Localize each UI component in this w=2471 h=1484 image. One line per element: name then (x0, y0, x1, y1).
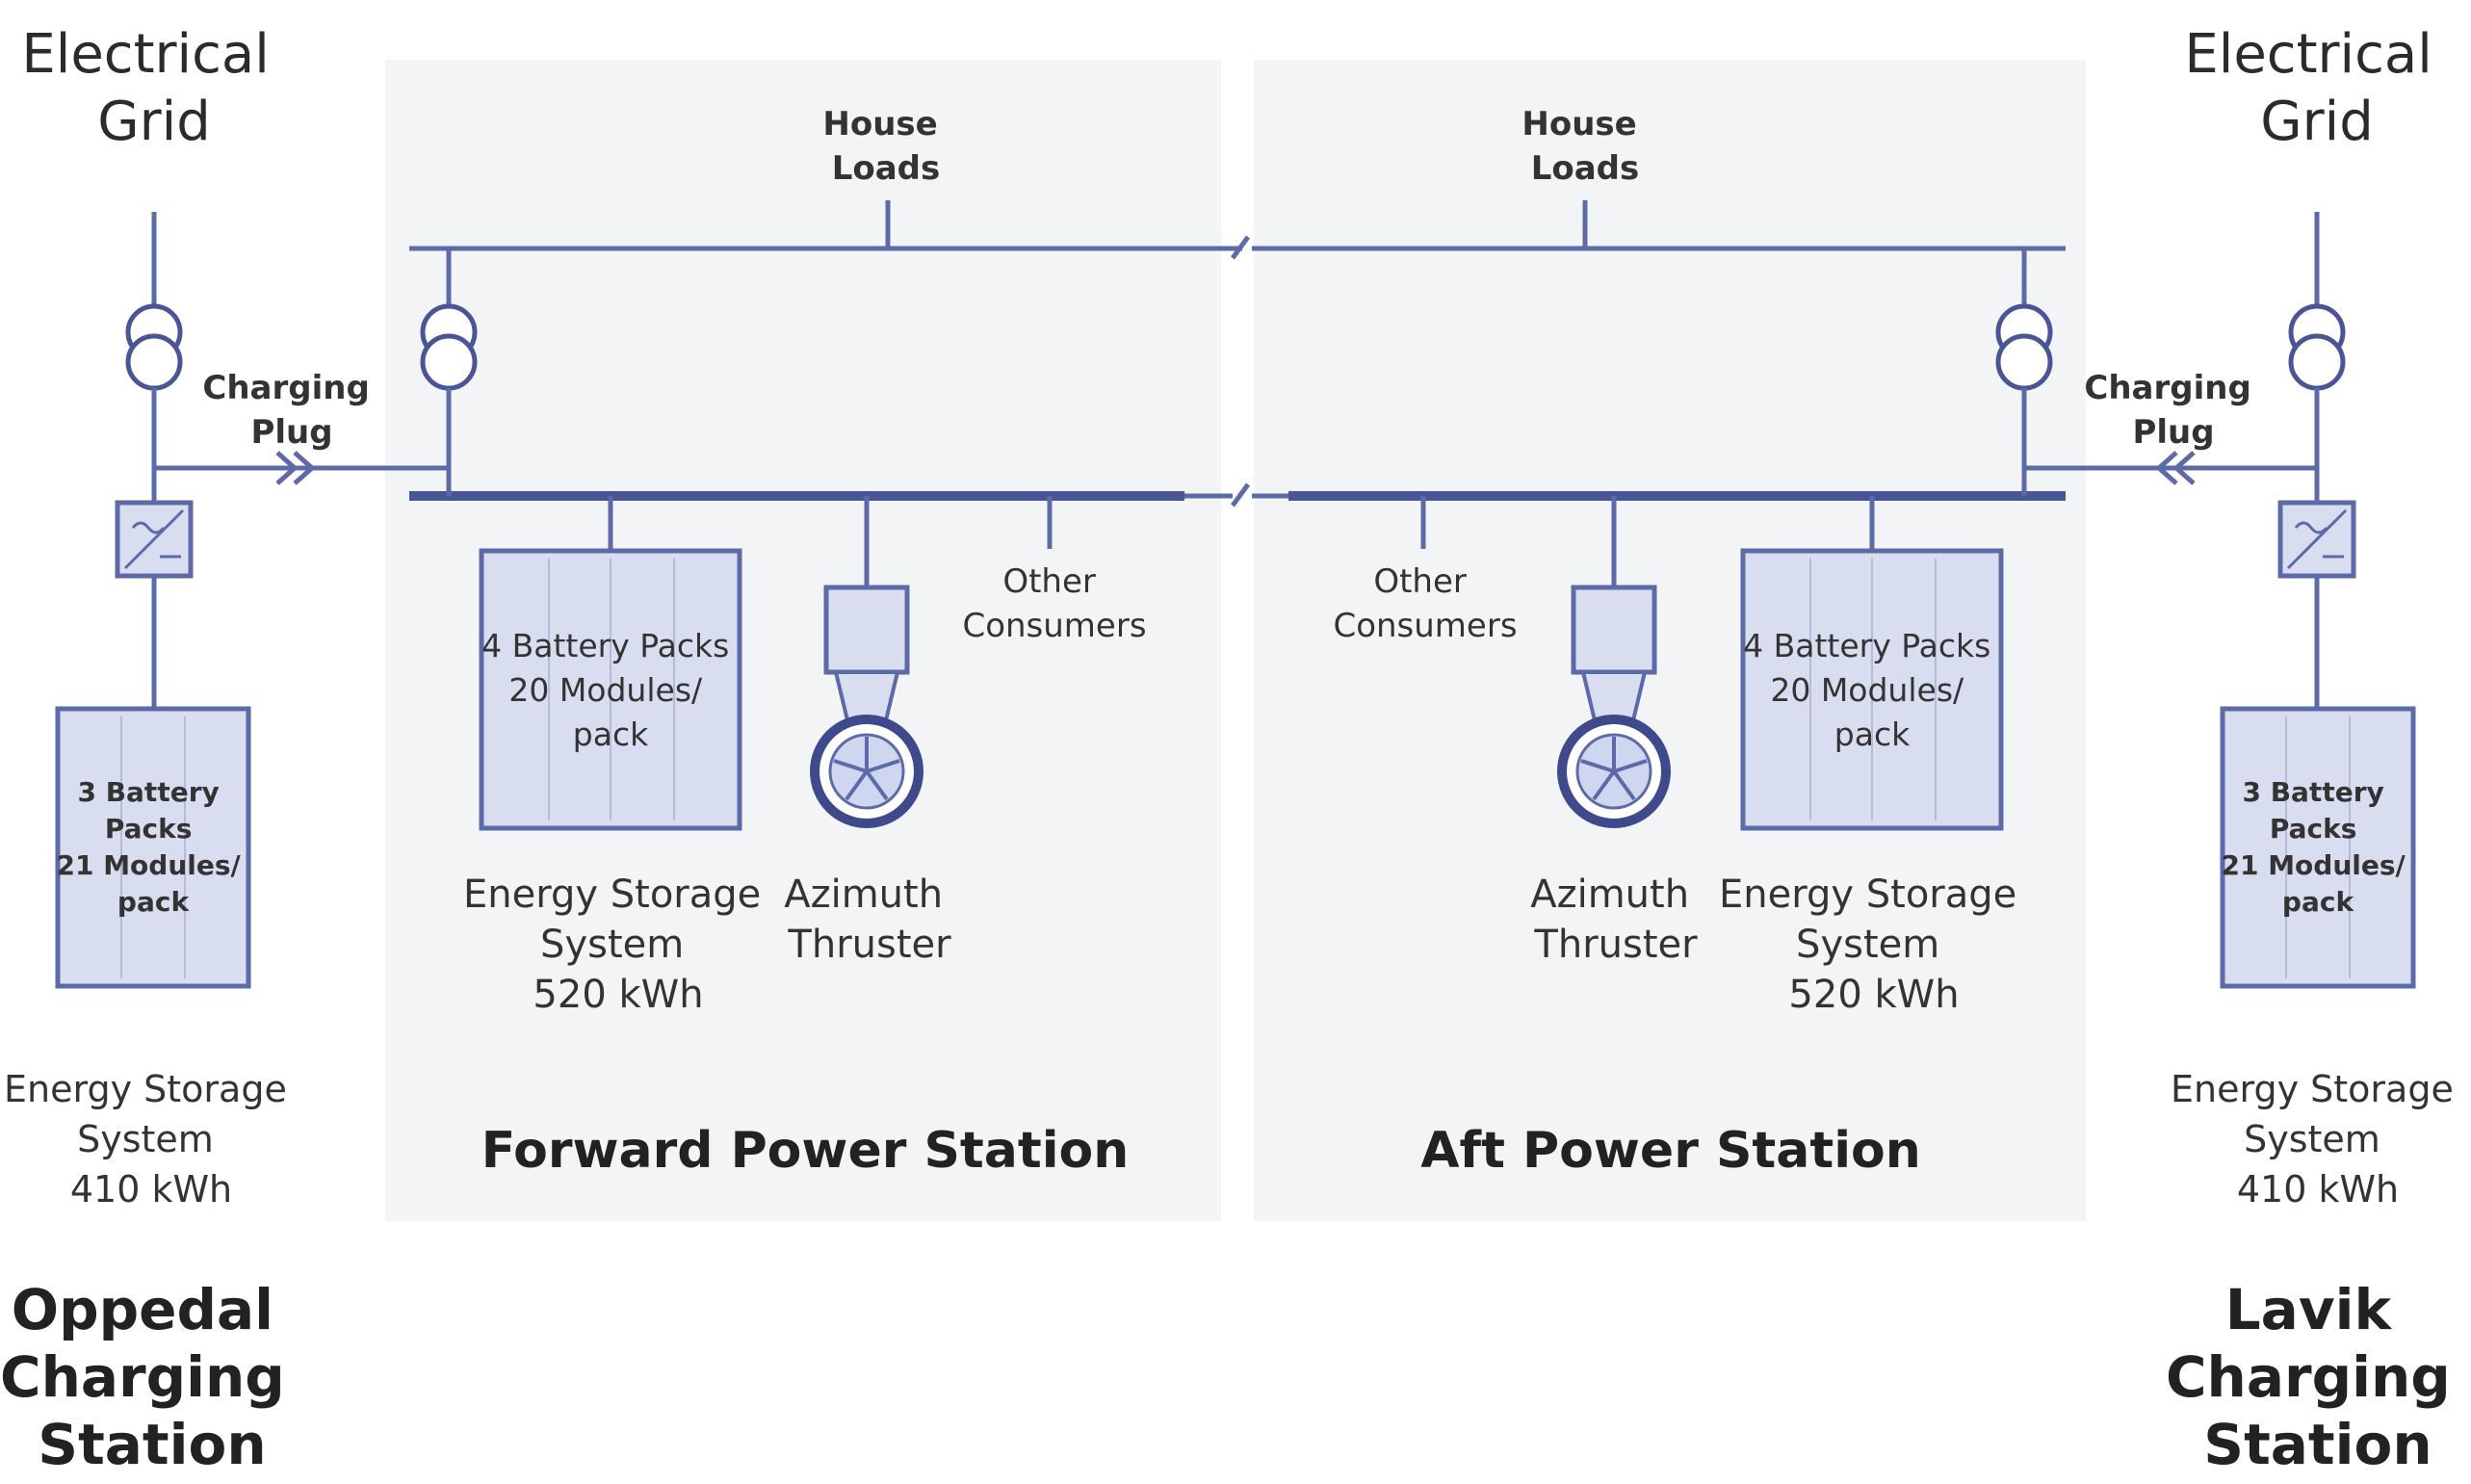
house-loads-aft-label: House Loads (1522, 105, 1648, 188)
right-charging-station-title: Lavik Charging Station (2166, 1277, 2470, 1477)
charging-plug-left-label: Charging Plug (202, 369, 380, 452)
ess-left-label: Energy Storage System 410 kWh (4, 1068, 299, 1211)
upper-bus-break (1230, 235, 1251, 260)
right-battery-box (2220, 706, 2416, 989)
aft-thruster-shaft (1580, 670, 1648, 722)
fwd-transformer-bottom (420, 333, 478, 391)
fwd-thruster-shaft (833, 670, 900, 722)
right-battery-text: 3 Battery Packs 21 Modules/ pack (2221, 776, 2414, 918)
charging-plug-right-label: Charging Plug (2084, 369, 2262, 452)
left-battery-text: 3 Battery Packs 21 Modules/ pack (56, 776, 249, 918)
thruster-fwd-label: Azimuth Thruster (784, 872, 955, 967)
right-transformer-bottom (2288, 333, 2346, 391)
ess-right-label: Energy Storage System 410 kWh (2171, 1068, 2465, 1211)
left-battery-box (55, 706, 251, 989)
right-plug-icon (2155, 451, 2196, 485)
left-grid-label: Electrical Grid (21, 23, 286, 153)
main-bus-break (1230, 482, 1251, 508)
aft-other-consumers-label: Other Consumers (1333, 562, 1517, 645)
aft-thruster-motor (1571, 585, 1657, 675)
fwd-other-consumers-label: Other Consumers (962, 562, 1146, 645)
house-loads-fwd-label: House Loads (822, 105, 949, 188)
ess-aft-label: Energy Storage System 520 kWh (1719, 872, 2029, 1017)
left-charging-station-title: Oppedal Charging Station (0, 1277, 304, 1477)
aft-battery-text: 4 Battery Packs 20 Modules/ pack (1743, 627, 2001, 753)
left-plug-icon (275, 451, 316, 485)
aft-transformer-bottom (1995, 333, 2053, 391)
aft-station-title: Aft Power Station (1420, 1122, 1921, 1180)
left-transformer-bottom (125, 333, 183, 391)
ess-fwd-label: Energy Storage System 520 kWh (463, 872, 773, 1017)
fwd-battery-text: 4 Battery Packs 20 Modules/ pack (481, 627, 740, 753)
forward-station-title: Forward Power Station (481, 1122, 1130, 1180)
fwd-thruster-motor (823, 585, 910, 675)
thruster-aft-label: Azimuth Thruster (1530, 872, 1702, 967)
right-grid-label: Electrical Grid (2184, 23, 2449, 153)
